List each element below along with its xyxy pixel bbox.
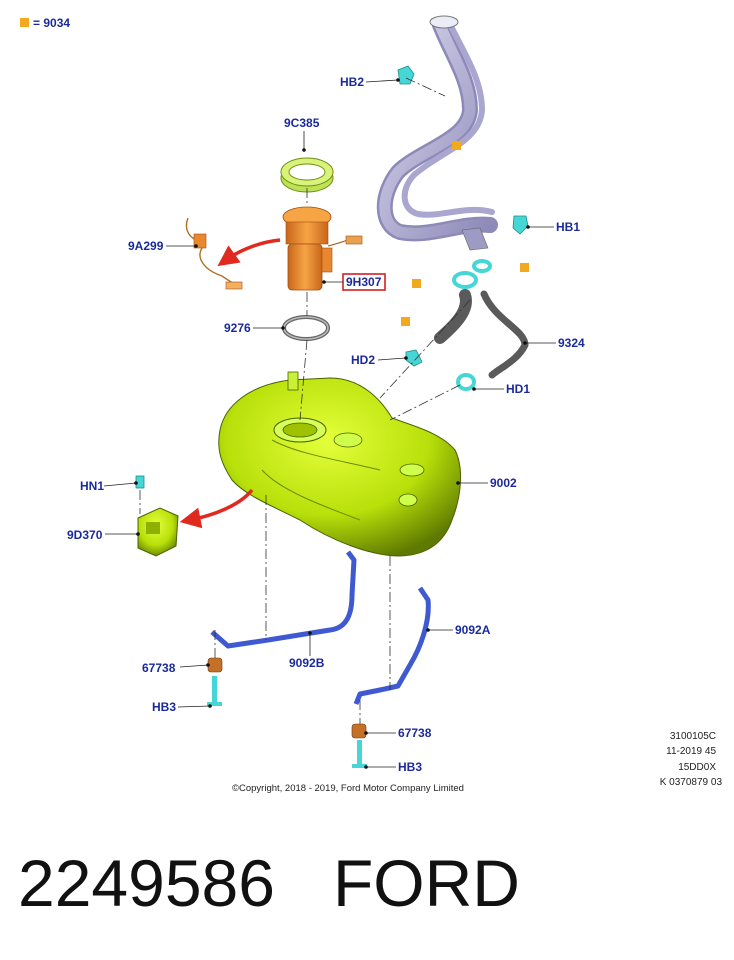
label-9002: 9002 <box>456 476 517 490</box>
svg-text:9324: 9324 <box>558 336 585 350</box>
svg-text:9092B: 9092B <box>289 656 325 670</box>
reference-line: 15DD0X <box>678 762 716 773</box>
label-hd1: HD1 <box>472 382 530 396</box>
reference-line: K 0370879 03 <box>660 777 723 788</box>
label-67738-right: 67738 <box>364 726 432 740</box>
label-hd2: HD2 <box>351 353 408 367</box>
svg-text:67738: 67738 <box>142 661 176 675</box>
svg-text:9276: 9276 <box>224 321 251 335</box>
clip-hd1-icon <box>456 373 476 391</box>
svg-text:9092A: 9092A <box>455 623 491 637</box>
marker-9034-icon <box>452 141 461 150</box>
label-9092a: 9092A <box>426 623 491 637</box>
svg-text:HB3: HB3 <box>152 700 176 714</box>
clip-hd2-icon <box>405 349 423 367</box>
label-hb3-right: HB3 <box>364 760 422 774</box>
clip-hb2-icon <box>397 65 415 85</box>
svg-text:67738: 67738 <box>398 726 432 740</box>
fuel-level-sender <box>185 217 243 290</box>
marker-9034-icon <box>412 279 421 288</box>
strap-9092a <box>353 586 431 705</box>
svg-text:HD1: HD1 <box>506 382 530 396</box>
fuel-tank <box>218 371 461 557</box>
marker-9034-icon <box>401 317 410 326</box>
svg-text:HB2: HB2 <box>340 75 364 89</box>
marker-9034-icon <box>520 263 529 272</box>
clamp-left-icon <box>452 271 478 289</box>
svg-text:9002: 9002 <box>490 476 517 490</box>
reference-line: 3100105C <box>670 731 716 742</box>
label-9a299: 9A299 <box>128 239 198 253</box>
nut-67738-left-icon <box>207 657 223 673</box>
svg-text:9A299: 9A299 <box>128 239 164 253</box>
label-9324: 9324 <box>523 336 585 350</box>
fuel-system-exploded-diagram: = 9034 <box>20 15 723 794</box>
label-67738-left: 67738 <box>142 661 210 675</box>
pump-seal <box>282 315 330 341</box>
part-number: 2249586 <box>18 846 275 920</box>
svg-text:HN1: HN1 <box>80 479 104 493</box>
fuel-pump-module <box>282 206 363 291</box>
hose-left <box>434 289 472 344</box>
label-9c385: 9C385 <box>284 116 320 152</box>
removal-arrow-sender <box>217 238 281 267</box>
label-9d370: 9D370 <box>67 528 140 542</box>
label-9092b: 9092B <box>289 631 325 670</box>
brand-name: FORD <box>332 846 520 920</box>
hose-right <box>480 290 529 379</box>
copyright-text: ©Copyright, 2018 - 2019, Ford Motor Comp… <box>232 783 464 794</box>
lock-ring <box>280 157 334 193</box>
clamp-right-icon <box>472 259 492 273</box>
svg-text:HD2: HD2 <box>351 353 375 367</box>
strap-9092b <box>210 550 357 649</box>
footer-caption: 2249586 FORD <box>18 838 520 928</box>
bolt-hb3-left-icon <box>207 676 222 706</box>
reference-line: 11-2019 45 <box>666 746 716 757</box>
label-hn1: HN1 <box>80 479 138 493</box>
svg-text:HB3: HB3 <box>398 760 422 774</box>
label-9276: 9276 <box>224 321 285 335</box>
svg-text:9H307: 9H307 <box>346 275 382 289</box>
label-hb2: HB2 <box>340 75 400 89</box>
evap-canister-valve <box>137 507 179 557</box>
filler-pipe <box>376 15 498 251</box>
label-9h307: 9H307 <box>322 273 386 291</box>
bolt-hb3-right-icon <box>352 740 367 768</box>
svg-text:9D370: 9D370 <box>67 528 103 542</box>
label-hb1: HB1 <box>526 220 580 234</box>
removal-arrow-valve <box>179 488 254 529</box>
clip-hb1-icon <box>512 215 529 235</box>
svg-text:HB1: HB1 <box>556 220 580 234</box>
label-hb3-left: HB3 <box>152 700 212 714</box>
legend-square-icon <box>20 18 29 27</box>
legend-text: = 9034 <box>33 16 70 30</box>
nut-67738-right-icon <box>351 723 367 739</box>
svg-text:9C385: 9C385 <box>284 116 320 130</box>
reference-block: 3100105C 11-2019 45 15DD0X K 0370879 03 <box>660 731 723 788</box>
